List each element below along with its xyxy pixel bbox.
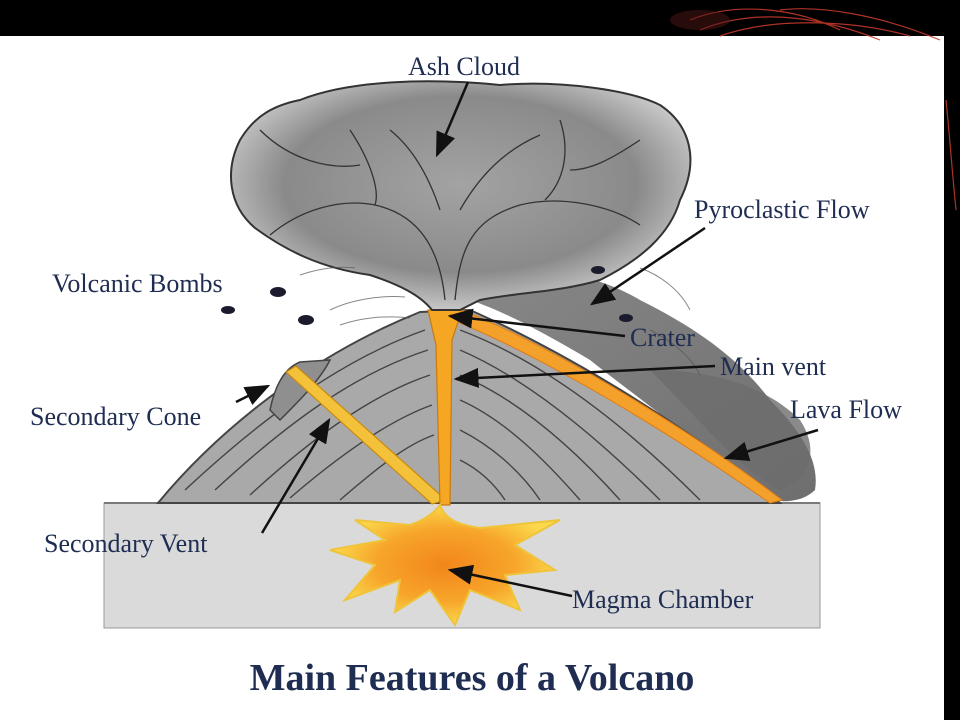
volcanic-bombs-group — [221, 266, 633, 325]
label-ash-cloud: Ash Cloud — [408, 52, 520, 81]
pointer-arrows — [235, 81, 819, 598]
decorative-swirl — [670, 8, 957, 211]
label-secondary-vent: Secondary Vent — [44, 529, 208, 558]
label-main-vent: Main vent — [720, 352, 827, 381]
secondary-cone — [269, 359, 332, 422]
label-magma-chamber: Magma Chamber — [572, 585, 754, 614]
label-secondary-cone: Secondary Cone — [30, 402, 201, 431]
diagram-title: Main Features of a Volcano — [250, 657, 695, 699]
ash-cloud-shape — [230, 80, 692, 311]
volcano-cone — [155, 308, 784, 504]
label-volcanic-bombs: Volcanic Bombs — [52, 269, 223, 298]
magma-chamber-shape — [329, 502, 561, 628]
label-pyroclastic-flow: Pyroclastic Flow — [694, 195, 870, 224]
label-lava-flow: Lava Flow — [790, 395, 902, 424]
label-crater: Crater — [630, 323, 695, 352]
